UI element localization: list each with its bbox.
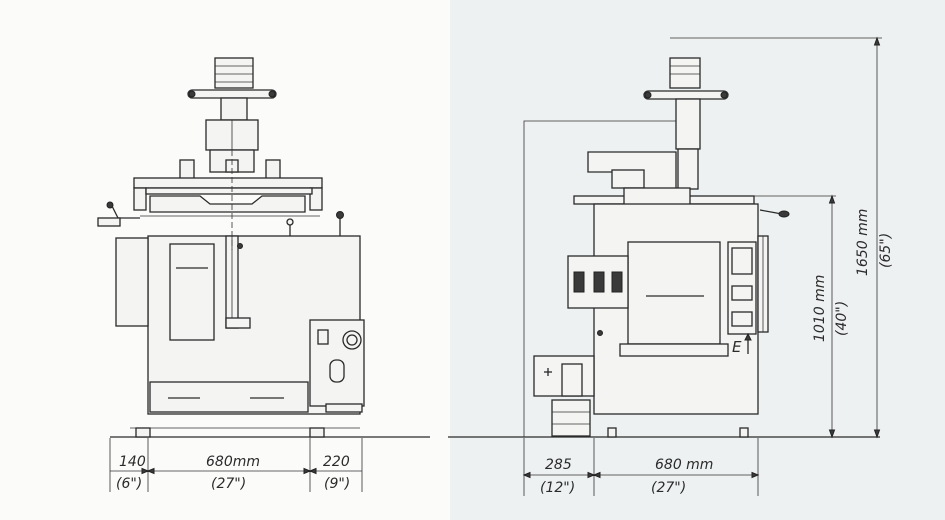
handwheel-side: [643, 90, 729, 100]
side-dim-center-mm: 680 mm: [655, 457, 713, 473]
left-cabinet-front: [115, 237, 149, 327]
side-view-dimensions: 285 (12") 680 mm (27") 1010 mm (40") 165…: [522, 36, 894, 496]
front-view-dimensions: 140 (6") 680mm (27") 220 (9"): [109, 438, 363, 492]
handwheel-front: [187, 89, 277, 99]
door-front: [169, 243, 215, 341]
side-view-machine: E: [448, 57, 880, 438]
side-dim-height-total-in: (65"): [878, 233, 894, 268]
pump-tank-side: [551, 399, 591, 437]
front-dim-right-in: (9"): [324, 476, 350, 492]
side-dim-height-total-mm: 1650 mm: [855, 209, 871, 276]
spindle-side: [677, 148, 699, 190]
side-dim-height-table-mm: 1010 mm: [812, 275, 828, 342]
window-panel-side: [627, 241, 721, 345]
drawer-front: [149, 381, 309, 413]
motor-top-side: [669, 57, 701, 89]
front-dim-center-in: (27"): [211, 476, 246, 492]
cross-frame-front: [133, 177, 323, 189]
side-dim-center-in: (27"): [651, 480, 686, 496]
front-dim-right-mm: 220: [323, 454, 350, 470]
front-view-machine: [97, 57, 430, 438]
side-dim-left-in: (12"): [540, 480, 575, 496]
front-dim-left-in: (6"): [116, 476, 142, 492]
panel-mark-e: E: [732, 338, 742, 356]
work-table-front: [149, 195, 306, 213]
motor-top-front: [214, 57, 254, 89]
side-dim-left-mm: 285: [545, 457, 572, 473]
side-dim-height-table-in: (40"): [834, 301, 850, 336]
front-dim-center-mm: 680mm: [206, 454, 260, 470]
front-dim-left-mm: 140: [119, 454, 146, 470]
